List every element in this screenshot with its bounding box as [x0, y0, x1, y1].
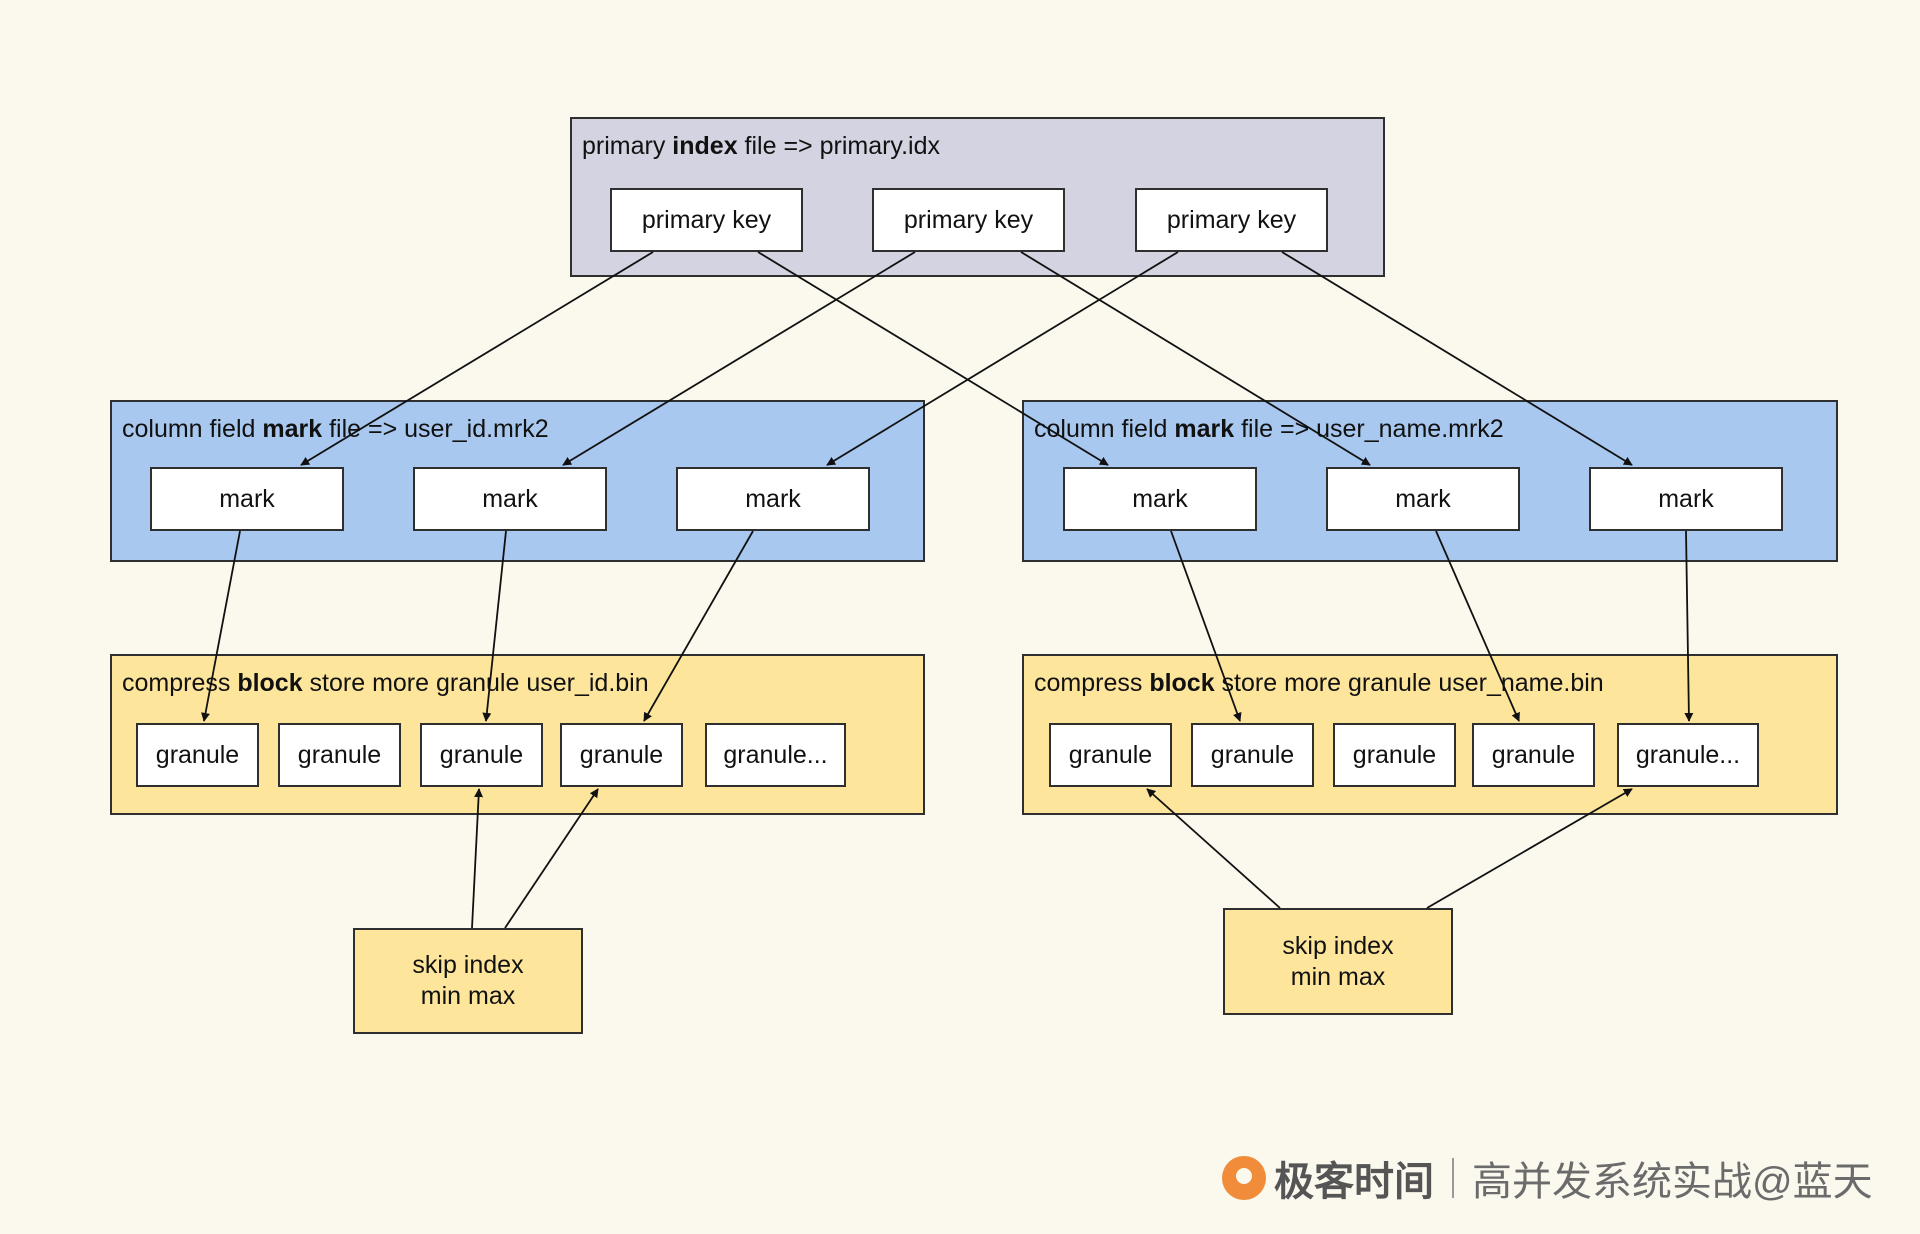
mark-file-title: column field mark file => user_name.mrk2 — [1034, 415, 1504, 443]
primary-index-title: primary index file => primary.idx — [582, 132, 940, 160]
skip-index-label: skip index — [412, 951, 524, 979]
geektime-logo-icon — [1222, 1156, 1266, 1200]
primary-key-box: primary key — [872, 188, 1065, 252]
granule-box: granule... — [705, 723, 846, 787]
mark-box: mark — [676, 467, 870, 531]
mark-file-title: column field mark file => user_id.mrk2 — [122, 415, 549, 443]
granule-box: granule — [1191, 723, 1314, 787]
skip-index-sublabel: min max — [1290, 962, 1386, 991]
mark-box: mark — [150, 467, 344, 531]
footer-separator — [1452, 1158, 1454, 1198]
skip-index-box: skip index min max — [1223, 908, 1453, 1015]
compress-block-title: compress block store more granule user_n… — [1034, 669, 1604, 697]
granule-box: granule... — [1617, 723, 1759, 787]
skip-index-sublabel: min max — [420, 982, 516, 1010]
compress-block-title: compress block store more granule user_i… — [122, 669, 649, 697]
mark-box: mark — [413, 467, 607, 531]
granule-box: granule — [1049, 723, 1172, 787]
granule-box: granule — [136, 723, 259, 787]
granule-box: granule — [278, 723, 401, 787]
granule-box: granule — [1333, 723, 1456, 787]
skip-index-label: skip index — [1282, 931, 1394, 960]
footer-brand: 极客时间 — [1274, 1160, 1434, 1204]
granule-box: granule — [1472, 723, 1595, 787]
mark-box: mark — [1063, 467, 1257, 531]
skip-index-box: skip index min max — [353, 928, 583, 1034]
footer-text: 高并发系统实战@蓝天 — [1472, 1160, 1873, 1204]
mark-box: mark — [1326, 467, 1520, 531]
granule-box: granule — [560, 723, 683, 787]
mark-box: mark — [1589, 467, 1783, 531]
primary-key-box: primary key — [1135, 188, 1328, 252]
footer-watermark: 极客时间 高并发系统实战@蓝天 — [1222, 1148, 1873, 1208]
granule-box: granule — [420, 723, 543, 787]
primary-key-box: primary key — [610, 188, 803, 252]
